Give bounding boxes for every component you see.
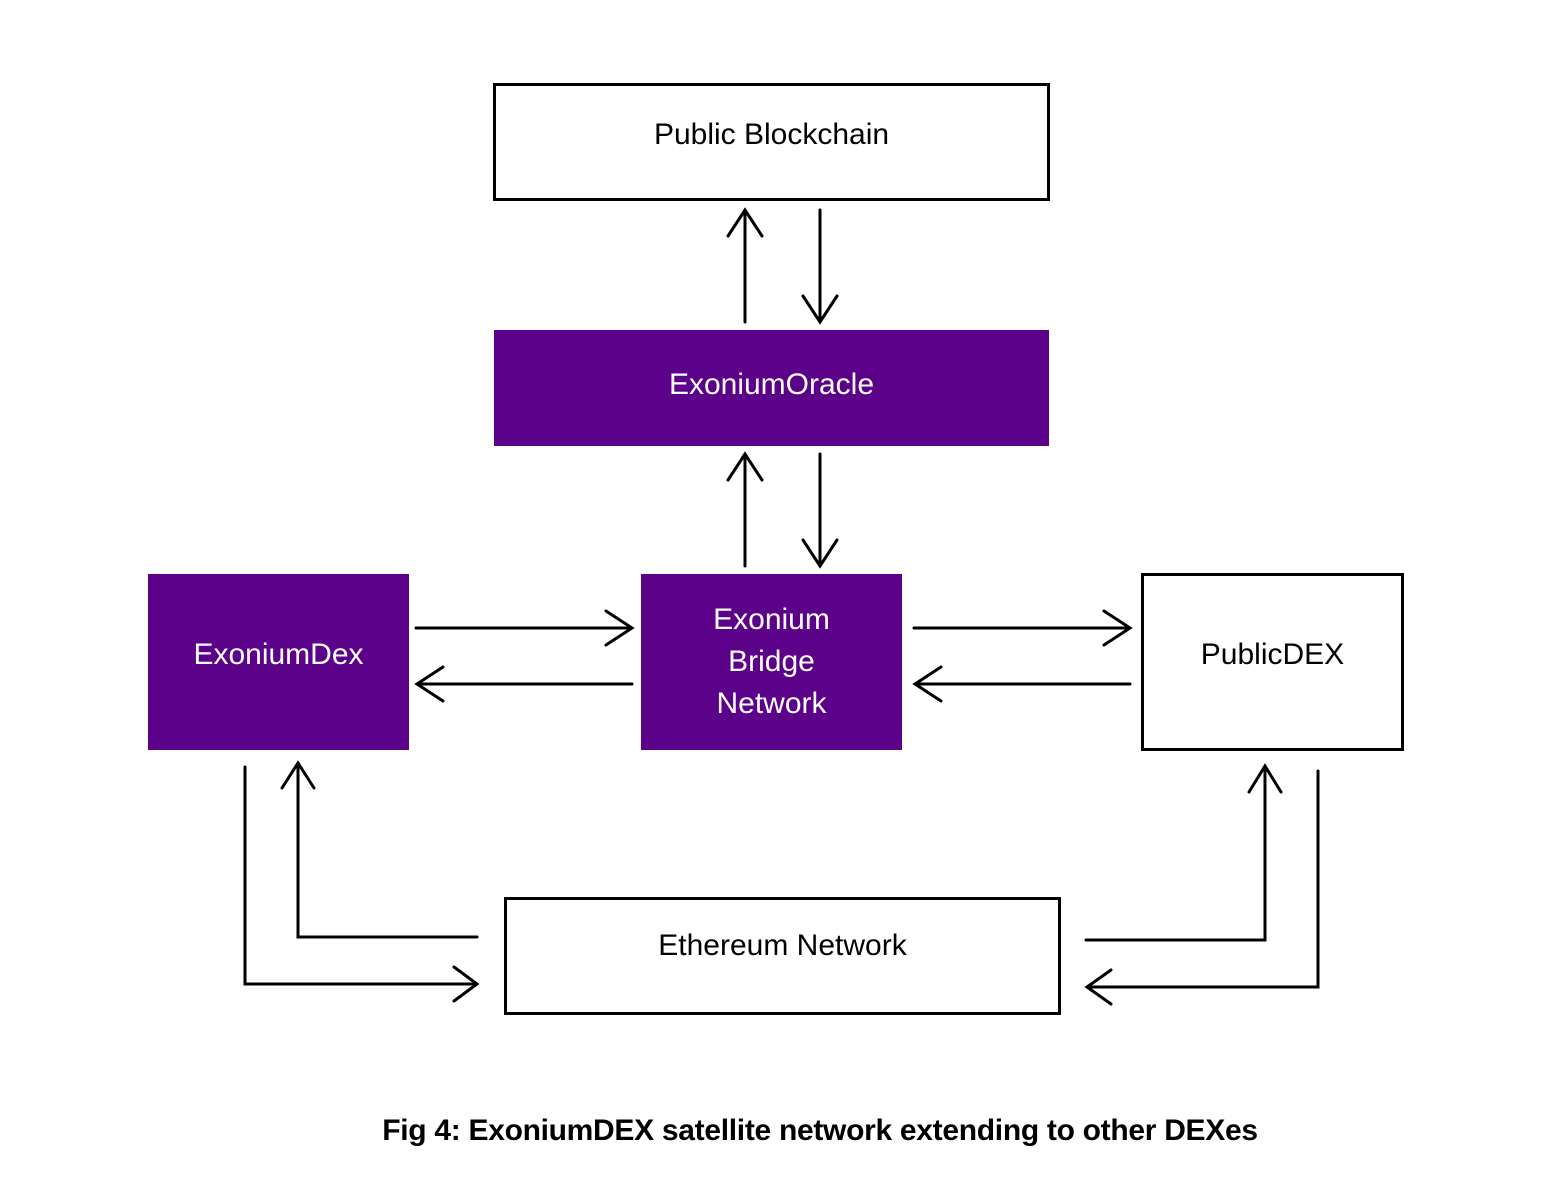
node-label: Ethereum Network	[658, 929, 907, 962]
arrow-ethereum-to-dex	[280, 760, 479, 939]
node-label-line: Bridge	[728, 645, 815, 678]
arrow-blockchain-to-oracle	[801, 208, 839, 325]
node-label: ExoniumDex	[193, 638, 364, 671]
figure-caption: Fig 4: ExoniumDEX satellite network exte…	[382, 1114, 1258, 1147]
arrow-oracle-to-blockchain	[726, 207, 764, 324]
node-ethereum-network: Ethereum Network	[504, 897, 1061, 1015]
arrow-publicdex-to-bridge	[912, 665, 1132, 703]
arrow-bridge-to-oracle	[726, 451, 764, 568]
node-label-line: Network	[716, 687, 827, 720]
node-exonium-bridge-network: Exonium Bridge Network	[641, 574, 902, 750]
node-public-blockchain: Public Blockchain	[493, 83, 1050, 201]
node-exonium-dex: ExoniumDex	[148, 574, 409, 750]
arrow-ethereum-to-publicdex	[1084, 763, 1283, 942]
node-label: PublicDEX	[1200, 638, 1345, 671]
arrow-publicdex-to-ethereum	[1084, 769, 1320, 1006]
node-public-dex: PublicDEX	[1141, 573, 1404, 751]
node-label: Public Blockchain	[653, 118, 890, 151]
arrow-oracle-to-bridge	[801, 452, 839, 569]
node-label-line: Exonium	[713, 603, 830, 636]
arrow-bridge-to-publicdex	[912, 609, 1133, 647]
node-exonium-oracle: ExoniumOracle	[494, 330, 1049, 446]
arrow-dex-to-bridge	[414, 609, 635, 647]
node-label: ExoniumOracle	[668, 368, 875, 401]
arrow-bridge-to-dex	[414, 665, 634, 703]
arrow-dex-to-ethereum	[243, 765, 480, 1003]
